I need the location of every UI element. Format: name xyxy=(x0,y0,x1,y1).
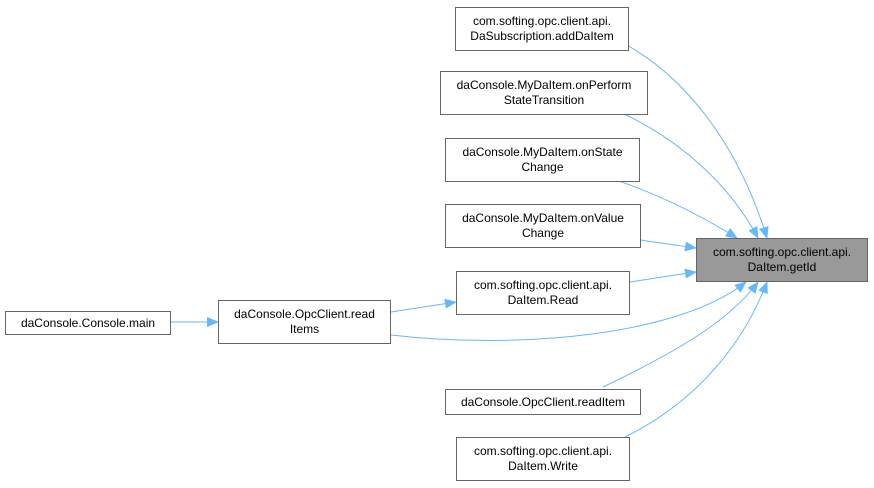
edge-on-perform-to-getid xyxy=(621,112,759,239)
edge-read-items-to-getid xyxy=(390,281,747,341)
node-dasubscription-adddaitem[interactable]: com.softing.opc.client.api.DaSubscriptio… xyxy=(455,7,629,51)
node-label-line: DaItem.Write xyxy=(508,459,578,473)
edge-read-to-getid xyxy=(629,268,697,283)
node-label-line: Items xyxy=(289,322,320,336)
node-daitem-getid[interactable]: com.softing.opc.client.api.DaItem.getId xyxy=(696,238,868,282)
node-label-line: com.softing.opc.client.api. xyxy=(712,245,852,259)
edge-read-item-to-getid xyxy=(602,281,759,388)
edge-on-value-to-getid xyxy=(640,239,697,252)
node-label-line: DaItem.getId xyxy=(747,260,817,274)
node-label-line: StateTransition xyxy=(503,93,585,107)
edge-write-to-getid xyxy=(624,281,768,438)
node-label-line: Change xyxy=(521,226,565,240)
edge-read-items-to-read xyxy=(390,298,457,313)
node-label-line: daConsole.OpcClient.read xyxy=(234,307,375,321)
node-opcclient-readitem[interactable]: daConsole.OpcClient.readItem xyxy=(445,389,641,415)
node-label-line: DaSubscription.addDaItem xyxy=(470,29,614,43)
node-label-line: Change xyxy=(521,160,564,174)
node-console-main[interactable]: daConsole.Console.main xyxy=(5,311,171,335)
node-label-line: daConsole.OpcClient.readItem xyxy=(460,394,626,409)
node-label-line: daConsole.Console.main xyxy=(20,315,156,330)
node-label-line: daConsole.MyDaItem.onValue xyxy=(462,211,624,225)
node-label-line: daConsole.MyDaItem.onState xyxy=(462,145,623,159)
node-label-line: DaItem.Read xyxy=(507,293,579,307)
node-label-line: com.softing.opc.client.api. xyxy=(472,14,612,28)
edge-add-item-to-getid xyxy=(624,43,769,239)
edge-on-state-to-getid xyxy=(615,179,738,239)
node-daitem-write[interactable]: com.softing.opc.client.api.DaItem.Write xyxy=(456,437,630,481)
node-label-line: com.softing.opc.client.api. xyxy=(473,444,613,458)
node-daitem-read[interactable]: com.softing.opc.client.api.DaItem.Read xyxy=(456,271,630,315)
node-label-line: daConsole.MyDaItem.onPerform xyxy=(456,78,632,92)
node-label-line: com.softing.opc.client.api. xyxy=(473,278,613,292)
